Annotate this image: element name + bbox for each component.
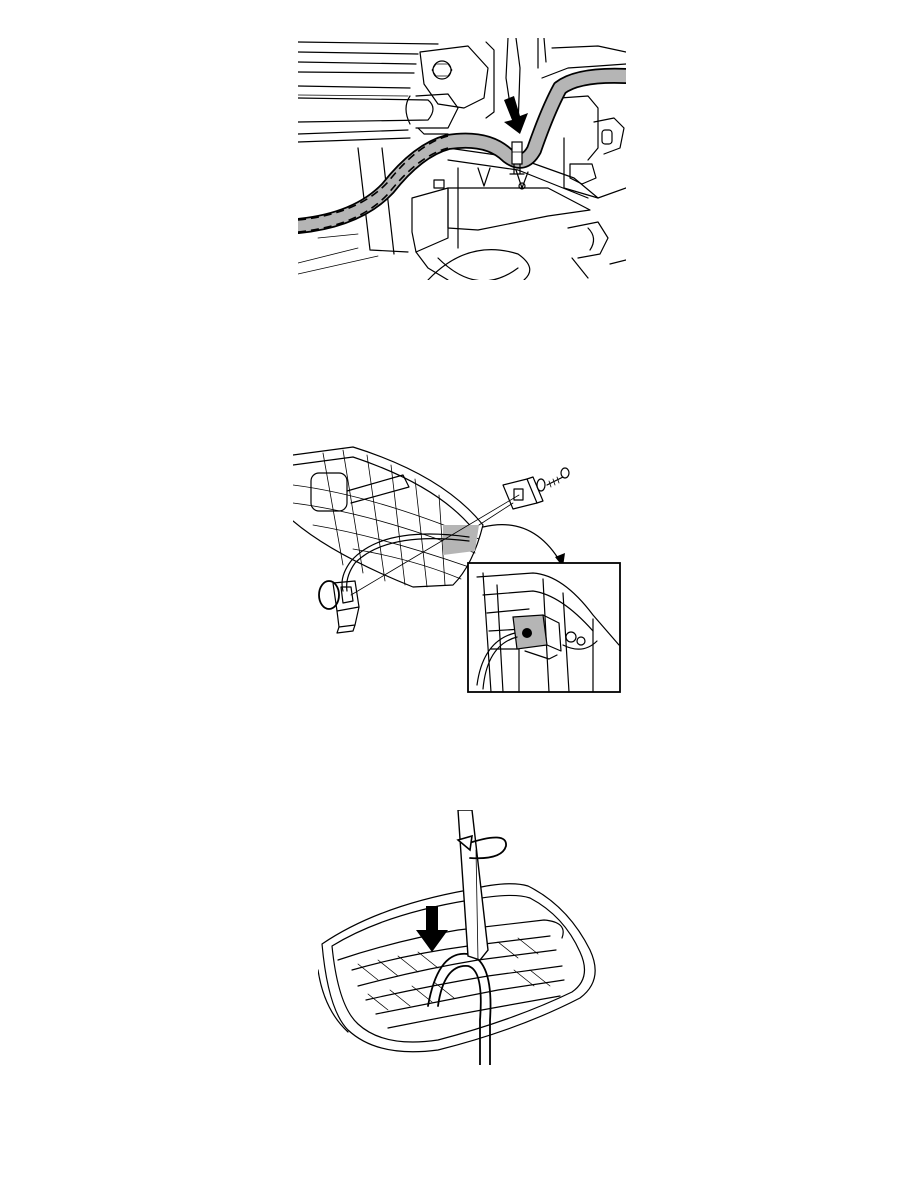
grille-sensor-drawing <box>293 446 621 693</box>
cable-tie <box>509 141 525 175</box>
down-arrow-icon <box>416 906 448 952</box>
rotate-arrow-icon <box>456 834 507 860</box>
callout-arrow <box>482 524 562 564</box>
screw-icon <box>536 467 570 492</box>
leader-line <box>350 494 520 596</box>
grille-routing-illustration <box>318 810 608 1065</box>
bracket-bolt <box>419 38 521 129</box>
underbody-harness-drawing <box>298 38 626 280</box>
underbody-harness-illustration <box>298 38 626 280</box>
grille-panel <box>293 446 484 588</box>
crossmember <box>317 147 599 280</box>
grille-routing-drawing <box>318 810 596 1065</box>
leader-line <box>478 502 514 526</box>
sensor-cable <box>341 533 470 592</box>
wiring-harness <box>298 67 626 234</box>
frame-rails <box>298 41 439 275</box>
stabilizer-bar <box>298 93 459 135</box>
routing-tool <box>457 810 489 961</box>
sensor-connector <box>318 580 360 634</box>
cable-loop <box>427 952 492 1065</box>
detail-inset <box>467 562 621 693</box>
down-arrow-icon <box>504 96 528 134</box>
grille-sensor-illustration <box>293 445 623 695</box>
right-side-components <box>537 38 626 279</box>
